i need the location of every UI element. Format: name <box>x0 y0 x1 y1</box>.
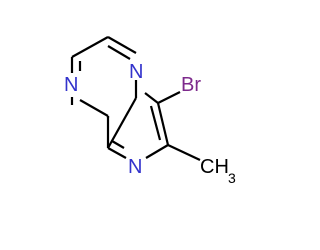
bond-c8a-n1-inner <box>111 140 125 149</box>
atom-n-bridgehead: N <box>129 61 143 83</box>
bond-c6-c6a-inner <box>107 45 131 60</box>
bond-c2-c3-outer <box>156 102 170 146</box>
bond-c3-n4 <box>144 92 159 104</box>
bond-c5-c6 <box>71 36 109 58</box>
atom-methyl-subscript: 3 <box>228 170 236 186</box>
atom-methyl-group: CH 3 <box>200 156 236 186</box>
bond-c8a-n4 <box>107 97 137 149</box>
bond-c2-ch3 <box>167 144 201 161</box>
bond-c2-c3-inner <box>149 105 162 141</box>
bond-c3-br <box>157 91 181 104</box>
atom-n-imidazole: N <box>128 156 142 178</box>
atom-bromine: Br <box>181 74 201 96</box>
bond-c6-c6a-outer <box>107 36 137 54</box>
bond-n7-c8-b <box>79 99 109 117</box>
chemical-structure: N N N Br CH 3 <box>64 36 236 186</box>
atom-methyl: CH <box>200 156 229 178</box>
bond-n1-c2 <box>145 144 169 159</box>
atom-n-pyrazine: N <box>64 74 78 96</box>
bond-c8a-n1-outer <box>107 147 127 159</box>
